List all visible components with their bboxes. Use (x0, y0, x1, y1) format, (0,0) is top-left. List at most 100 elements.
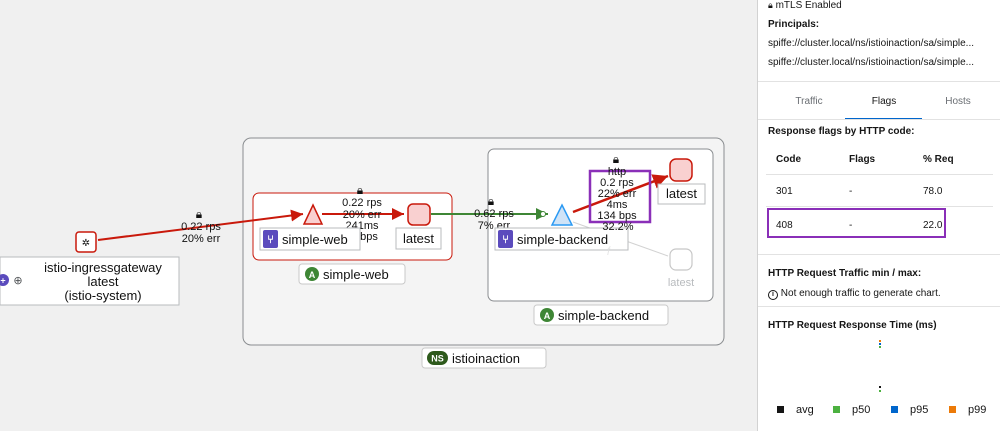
simple-web-latest-node[interactable] (407, 203, 431, 226)
tabs-divider (758, 119, 1000, 120)
table-row-highlight (767, 208, 946, 238)
table-cell-flags: - (849, 186, 853, 197)
edge-web-to-latest-bps: bps (360, 231, 378, 243)
edge-backend-to-latest-bps: 134 bps (597, 210, 637, 222)
response-time-title: HTTP Request Response Time (ms) (768, 320, 937, 331)
principal-1: spiffe://cluster.local/ns/istioinaction/… (768, 38, 975, 49)
simple-web-service-node[interactable] (302, 203, 324, 225)
app-badge-simple-web-text: A (309, 270, 316, 280)
gateway-node[interactable] (75, 231, 97, 253)
legend-swatch-p95 (891, 406, 898, 413)
namespace-pill[interactable] (421, 347, 547, 369)
namespace-badge-icon (427, 351, 448, 365)
app-badge-icon (540, 308, 554, 322)
response-time-chart-marker (879, 340, 882, 350)
service-branch-icon (498, 230, 513, 248)
topology-graph[interactable]: ✲ + ⊕ istio-ingressgateway latest (istio… (0, 0, 757, 431)
table-cell-code: 301 (776, 186, 793, 197)
simple-backend-service-text: simple-backend (517, 232, 608, 247)
table-row-divider (766, 206, 993, 207)
edge-web-to-latest-err: 20% err (343, 209, 382, 221)
graph-canvas[interactable]: ✲ + ⊕ istio-ingressgateway latest (istio… (0, 0, 757, 431)
edge-backend-to-latest-percent: 32.2% (602, 221, 633, 233)
gateway-label-line2: latest (87, 274, 118, 289)
legend-label-p95: p95 (910, 404, 929, 416)
simple-backend-service-node[interactable] (550, 203, 574, 226)
tab-hosts[interactable]: Hosts (945, 96, 971, 107)
gateway-label-line1: istio-ingressgateway (44, 260, 162, 275)
simple-backend-latest-faded-node[interactable] (669, 248, 693, 271)
table-cell-req: 78.0 (923, 186, 943, 197)
table-cell-flags: - (849, 220, 853, 231)
traffic-minmax-note: i Not enough traffic to generate chart. (768, 288, 941, 300)
mtls-text: mTLS Enabled (775, 0, 842, 11)
app-pill-simple-web[interactable] (298, 263, 406, 285)
namespace-pill-text: istioinaction (452, 351, 520, 366)
edge-gateway-to-web[interactable] (97, 209, 304, 241)
lock-icon: 🔒︎ (357, 183, 363, 197)
simple-backend-latest-label[interactable] (657, 183, 706, 205)
lock-icon: 🔒︎ (613, 152, 619, 166)
plus-icon: + (0, 276, 5, 286)
branch-glyph-icon: ⑂ (502, 234, 509, 246)
divider (758, 81, 1000, 82)
app-pill-simple-backend[interactable] (533, 304, 669, 326)
app-badge-simple-backend-text: A (544, 311, 551, 321)
globe-icon: ⊕ (13, 275, 22, 287)
faded-edge-label: ƒ (606, 245, 611, 255)
divider (758, 306, 1000, 307)
edge-latest-to-backend-rps: 0.62 rps (474, 208, 514, 220)
response-time-chart-marker (879, 386, 882, 394)
namespace-badge-text: NS (431, 354, 444, 364)
response-flags-title: Response flags by HTTP code: (768, 126, 915, 137)
gateway-label-line3: (istio-system) (64, 288, 141, 303)
principals-title: Principals: (768, 19, 820, 30)
simple-backend-latest-faded-text: latest (668, 277, 694, 289)
lock-icon: 🔒︎ (768, 0, 773, 10)
legend-label-p50: p50 (852, 404, 871, 416)
lock-icon: 🔒︎ (196, 207, 202, 221)
app-badge-icon (305, 267, 319, 281)
legend-swatch-p99 (949, 406, 956, 413)
branch-glyph-icon: ⑂ (267, 234, 274, 246)
table-cell-code: 408 (776, 220, 793, 231)
mtls-status: 🔒︎ mTLS Enabled (768, 0, 842, 11)
edge-backend-to-latest-protocol: http (608, 166, 626, 178)
legend-label-avg: avg (796, 404, 814, 416)
legend-swatch-avg (777, 406, 784, 413)
app-pill-simple-web-text: simple-web (323, 267, 389, 282)
traffic-minmax-note-text: Not enough traffic to generate chart. (780, 288, 941, 299)
gateway-hub-icon: ✲ (82, 238, 90, 249)
lock-icon: 🔒︎ (488, 194, 494, 208)
edge-traffic-dot (540, 211, 546, 217)
traffic-minmax-title: HTTP Request Traffic min / max: (768, 268, 922, 279)
gateway-label-box[interactable] (0, 256, 180, 306)
table-header-req: % Req (923, 154, 954, 165)
simple-backend-latest-text: latest (666, 186, 697, 201)
edge-backend-to-latest-rps: 0.2 rps (600, 177, 634, 189)
edge-web-to-latest-rps: 0.22 rps (342, 197, 382, 209)
simple-web-service-text: simple-web (282, 232, 348, 247)
edge-label-highlight-box (588, 169, 652, 224)
service-branch-icon (263, 230, 278, 248)
table-header-flags: Flags (849, 154, 876, 165)
app-pill-simple-backend-text: simple-backend (558, 308, 649, 323)
simple-backend-service-label[interactable] (494, 227, 629, 251)
divider (758, 254, 1000, 255)
tab-flags[interactable]: Flags (871, 96, 897, 107)
table-cell-req: 22.0 (923, 220, 943, 231)
simple-backend-latest-node[interactable] (669, 158, 693, 182)
info-icon: i (768, 290, 778, 300)
edge-backend-to-latest-latency: 4ms (607, 199, 628, 211)
principal-2: spiffe://cluster.local/ns/istioinaction/… (768, 57, 975, 68)
edge-gateway-to-web-err: 20% err (182, 233, 221, 245)
legend-label-p99: p99 (968, 404, 987, 416)
table-header-divider (766, 174, 993, 175)
legend-swatch-p50 (833, 406, 840, 413)
tab-traffic[interactable]: Traffic (795, 96, 823, 107)
edge-gateway-to-web-rps: 0.22 rps (181, 221, 221, 233)
edge-backend-to-latest-err: 22% err (598, 188, 637, 200)
simple-web-latest-label[interactable] (395, 227, 442, 250)
simple-web-latest-text: latest (403, 231, 434, 246)
simple-web-service-label[interactable] (259, 227, 361, 251)
